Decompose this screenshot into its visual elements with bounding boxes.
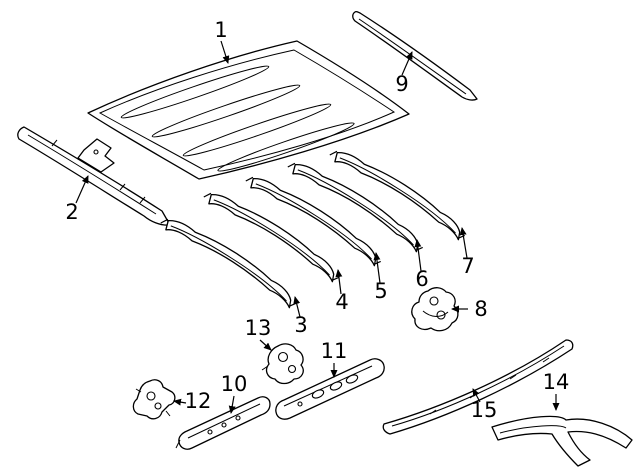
part-1-roof-panel: [87, 40, 410, 180]
callout-label-2[interactable]: 2: [65, 200, 78, 224]
callout-label-15[interactable]: 15: [471, 398, 498, 422]
callout-arrow-7: [459, 227, 468, 259]
callout-label-11[interactable]: 11: [321, 339, 348, 363]
part-2-front-rail: [17, 126, 171, 226]
callout-arrow-3: [293, 296, 301, 318]
callout-arrow-5: [373, 252, 381, 284]
callout-label-6[interactable]: 6: [415, 267, 428, 291]
part-13-bracket: [261, 343, 304, 385]
part-14-rear-rail: [491, 415, 633, 467]
callout-label-12[interactable]: 12: [185, 389, 212, 413]
part-8-bracket: [411, 287, 459, 332]
part-9-reinforcement-strip: [352, 10, 478, 101]
part-4-roof-bow: [201, 183, 345, 286]
callout-label-7[interactable]: 7: [461, 254, 474, 278]
part-3-roof-bow: [158, 209, 302, 312]
callout-arrow-4: [335, 269, 343, 295]
callout-label-5[interactable]: 5: [374, 279, 387, 303]
callout-label-13[interactable]: 13: [245, 316, 272, 340]
callout-label-10[interactable]: 10: [221, 372, 248, 396]
callout-label-8[interactable]: 8: [474, 297, 487, 321]
callout-label-14[interactable]: 14: [543, 370, 570, 394]
callout-arrows: [75, 40, 560, 414]
callout-label-3[interactable]: 3: [294, 313, 307, 337]
callout-arrow-9: [401, 51, 413, 76]
callout-label-1[interactable]: 1: [214, 18, 227, 42]
callout-labels: 1 2 3 4 5 6 7 8 9 10 11 12 13 14 15: [65, 18, 569, 422]
callout-arrow-1: [220, 40, 230, 64]
callout-label-9[interactable]: 9: [395, 72, 408, 96]
part-12-bracket: [132, 379, 176, 420]
callout-arrow-12: [173, 398, 187, 406]
part-10-inner-rail: [175, 396, 271, 450]
callout-arrow-6: [414, 239, 422, 272]
callout-arrow-13: [259, 339, 272, 351]
part-11-inner-rail: [275, 358, 385, 420]
callout-arrow-15: [472, 388, 481, 403]
callout-label-4[interactable]: 4: [335, 290, 348, 314]
callout-arrow-10: [228, 395, 236, 414]
callout-arrow-2: [75, 175, 89, 204]
